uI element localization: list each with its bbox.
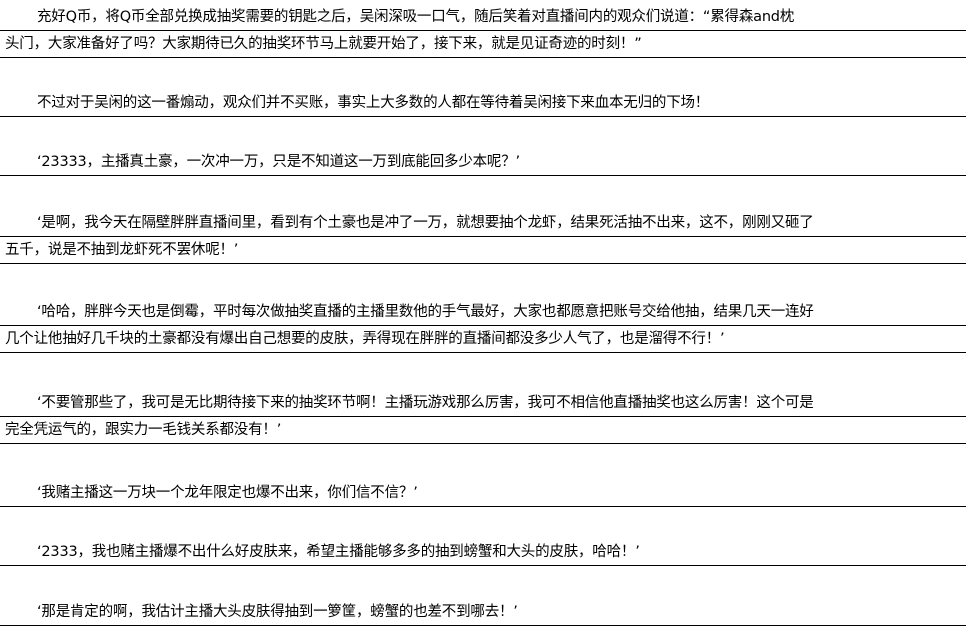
text-line: 完全凭运气的，跟实力一毛钱关系都没有！’: [0, 417, 966, 444]
text-line: 五千，说是不抽到龙虾死不罢休呢！’: [0, 237, 966, 264]
paragraph: ‘不要管那些了，我可是无比期待接下来的抽奖环节啊！主播玩游戏那么厉害，我可不相信…: [0, 390, 966, 444]
paragraph: ‘23333，主播真土豪，一次冲一万，只是不知道这一万到底能回多少本呢？’: [0, 149, 966, 176]
paragraph: 充好Q币，将Q币全部兑换成抽奖需要的钥匙之后，吴闲深吸一口气，随后笑着对直播间内…: [0, 4, 966, 58]
paragraph: ‘那是肯定的啊，我估计主播大头皮肤得抽到一箩筐，螃蟹的也差不到哪去！’: [0, 599, 966, 626]
text-line: ‘2333，我也赌主播爆不出什么好皮肤来，希望主播能够多多的抽到螃蟹和大头的皮肤…: [0, 539, 966, 566]
text-line: 不过对于吴闲的这一番煽动，观众们并不买账，事实上大多数的人都在等待着吴闲接下来血…: [0, 90, 966, 117]
paragraph: ‘哈哈，胖胖今天也是倒霉，平时每次做抽奖直播的主播里数他的手气最好，大家也都愿意…: [0, 299, 966, 353]
text-line: 几个让他抽好几千块的土豪都没有爆出自己想要的皮肤，弄得现在胖胖的直播间都没多少人…: [0, 326, 966, 353]
text-line: ‘是啊，我今天在隔壁胖胖直播间里，看到有个土豪也是冲了一万，就想要抽个龙虾，结果…: [0, 210, 966, 237]
paragraph: 不过对于吴闲的这一番煽动，观众们并不买账，事实上大多数的人都在等待着吴闲接下来血…: [0, 90, 966, 117]
text-line: ‘不要管那些了，我可是无比期待接下来的抽奖环节啊！主播玩游戏那么厉害，我可不相信…: [0, 390, 966, 417]
paragraph: ‘我赌主播这一万块一个龙年限定也爆不出来，你们信不信？’: [0, 480, 966, 507]
text-line: ‘哈哈，胖胖今天也是倒霉，平时每次做抽奖直播的主播里数他的手气最好，大家也都愿意…: [0, 299, 966, 326]
text-line: ‘23333，主播真土豪，一次冲一万，只是不知道这一万到底能回多少本呢？’: [0, 149, 966, 176]
paragraph: ‘2333，我也赌主播爆不出什么好皮肤来，希望主播能够多多的抽到螃蟹和大头的皮肤…: [0, 539, 966, 566]
paragraph: ‘是啊，我今天在隔壁胖胖直播间里，看到有个土豪也是冲了一万，就想要抽个龙虾，结果…: [0, 210, 966, 264]
text-line: 头门，大家准备好了吗？大家期待已久的抽奖环节马上就要开始了，接下来，就是见证奇迹…: [0, 31, 966, 58]
text-line: 充好Q币，将Q币全部兑换成抽奖需要的钥匙之后，吴闲深吸一口气，随后笑着对直播间内…: [0, 4, 966, 31]
text-line: ‘我赌主播这一万块一个龙年限定也爆不出来，你们信不信？’: [0, 480, 966, 507]
text-line: ‘那是肯定的啊，我估计主播大头皮肤得抽到一箩筐，螃蟹的也差不到哪去！’: [0, 599, 966, 626]
